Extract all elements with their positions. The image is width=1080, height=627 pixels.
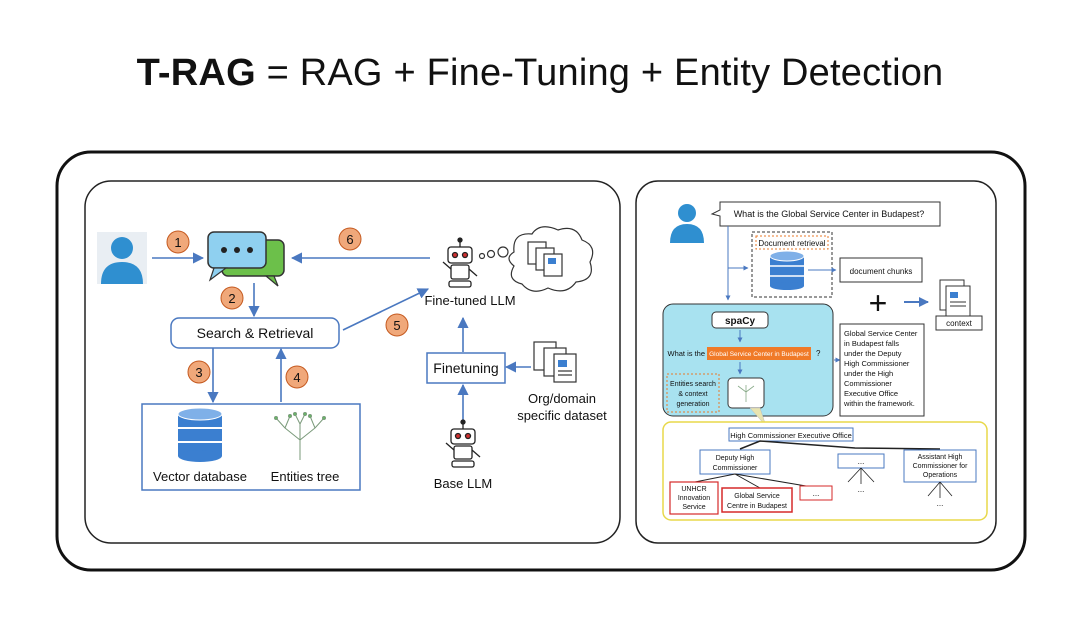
svg-text:1: 1 — [174, 235, 181, 250]
org-assistant-line: Assistant High — [918, 454, 963, 461]
org-more-box — [799, 485, 833, 501]
org-root-box — [728, 427, 854, 442]
tree-icon — [274, 412, 326, 460]
search-retrieval-box — [170, 317, 340, 349]
entities-search-line: & context — [678, 391, 707, 398]
svg-text:2: 2 — [228, 291, 235, 306]
dataset-label-line1: Org/domain — [528, 391, 596, 406]
svg-text:5: 5 — [393, 318, 400, 333]
database-icon — [177, 407, 223, 462]
robot-icon — [445, 419, 481, 468]
context-box — [935, 315, 983, 331]
answer-line: in Budapest falls — [844, 339, 899, 348]
org-gsc-line: Global Service — [734, 493, 780, 500]
entities-tree-label: Entities tree — [271, 469, 340, 484]
org-gsc-box — [721, 487, 793, 513]
spacy-label: spaCy — [725, 316, 755, 327]
svg-text:3: 3 — [195, 365, 202, 380]
org-root-label: High Commissioner Executive Office — [730, 431, 852, 440]
document-retrieval-tag — [755, 235, 829, 250]
spacy-question-suffix: ? — [816, 349, 821, 358]
step-badge: 6 — [338, 227, 362, 251]
dataset-documents-icon — [533, 341, 577, 383]
step-badge: 4 — [285, 365, 309, 389]
document-retrieval-group — [751, 231, 833, 298]
dataset-label-line2: specific dataset — [517, 408, 607, 423]
answer-line: High Commissioner — [844, 359, 910, 368]
context-label: context — [946, 319, 973, 328]
org-deputy-box — [699, 449, 771, 475]
step-badge: 1 — [166, 230, 190, 254]
finetuning-box — [426, 352, 506, 384]
answer-line: under the Deputy — [844, 349, 902, 358]
answer-line: Global Service Center — [844, 329, 918, 338]
org-sub-branches — [694, 473, 807, 489]
thought-bubble-icon — [478, 226, 594, 292]
tree-icon — [737, 385, 755, 402]
org-unhcr-line: Innovation — [678, 495, 710, 502]
question-text: What is the Global Service Center in Bud… — [734, 209, 925, 219]
entities-search-box — [666, 373, 720, 413]
org-gsc-line: Centre in Budapest — [727, 503, 787, 510]
org-assistant-line: Commissioner for — [913, 463, 969, 470]
user-icon — [670, 204, 704, 243]
document-chunks-box — [839, 257, 923, 283]
base-llm-label: Base LLM — [434, 476, 493, 491]
answer-line: Executive Office — [844, 389, 898, 398]
org-ellipsis-label: ... — [937, 499, 944, 508]
org-branches — [739, 440, 941, 450]
svg-text:4: 4 — [293, 370, 300, 385]
org-ellipsis-label: ... — [813, 489, 820, 498]
org-unhcr-line: Service — [682, 504, 705, 511]
database-icon — [769, 250, 805, 290]
answer-box — [839, 323, 925, 417]
step-badge: 3 — [187, 360, 211, 384]
finetuning-label: Finetuning — [433, 360, 498, 376]
org-deputy-line: Commissioner — [713, 465, 758, 472]
org-deputy-line: Deputy High — [716, 455, 755, 462]
svg-text:6: 6 — [346, 232, 353, 247]
document-chunks-label: document chunks — [850, 267, 913, 276]
plus-sign: + — [869, 285, 888, 321]
spacy-question-prefix: What is the — [667, 349, 705, 358]
answer-line: Commissioner — [844, 379, 892, 388]
org-ellipsis-label: ... — [858, 485, 865, 494]
document-retrieval-label: Document retrieval — [758, 239, 825, 248]
entity-highlight-text: Global Service Center in Budapest — [709, 351, 809, 358]
arrow-search-to-llm — [342, 288, 430, 331]
entities-search-line: generation — [676, 401, 709, 408]
page-title: T-RAG = RAG + Fine-Tuning + Entity Detec… — [136, 52, 944, 94]
answer-line: within the framework. — [843, 399, 915, 408]
org-unhcr-line: UNHCR — [681, 486, 706, 493]
org-assistant-line: Operations — [923, 472, 958, 479]
answer-line: under the High — [844, 369, 893, 378]
step-badge: 2 — [220, 286, 244, 310]
entities-search-line: Entities search — [670, 381, 716, 388]
org-ellipsis-label: ... — [858, 457, 865, 466]
question-bubble — [710, 201, 941, 227]
entity-highlight — [707, 347, 811, 360]
document-icon — [939, 279, 971, 317]
vector-database-label: Vector database — [153, 469, 247, 484]
spacy-box — [711, 311, 769, 329]
search-retrieval-label: Search & Retrieval — [197, 325, 314, 341]
step-badge: 5 — [385, 313, 409, 337]
user-icon — [97, 232, 147, 284]
finetuned-llm-label: Fine-tuned LLM — [424, 293, 515, 308]
org-unhcr-box — [669, 481, 719, 515]
robot-icon — [442, 237, 478, 288]
org-leaf-branches — [847, 467, 953, 498]
chat-icon — [207, 231, 285, 287]
